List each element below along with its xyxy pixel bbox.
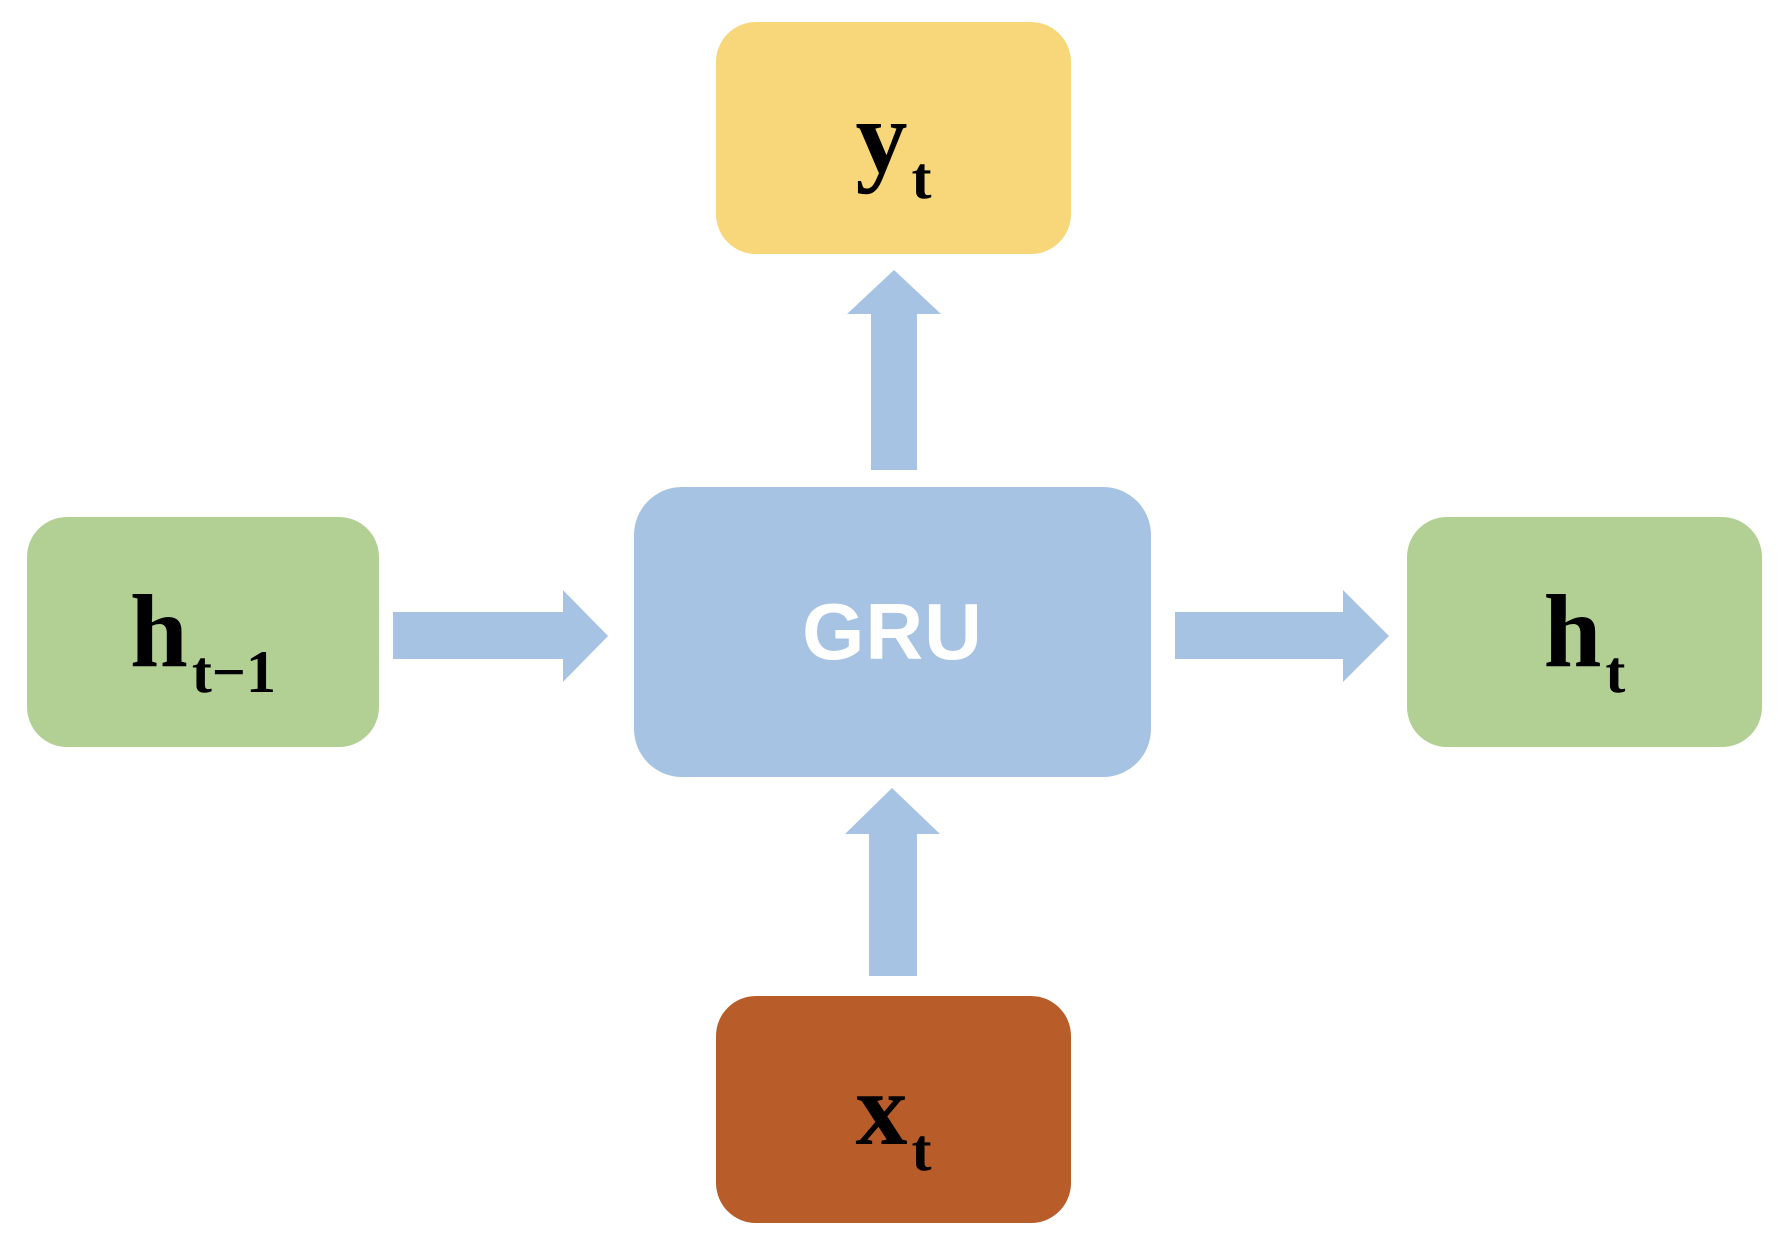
hidden-label: ht [1544, 580, 1626, 703]
input-symbol: x [855, 1051, 908, 1167]
output-symbol: y [855, 80, 908, 195]
prev-hidden-symbol: h [129, 574, 188, 689]
input-subscript: t [911, 1116, 932, 1183]
arrow-prev-hidden-to-gru [393, 590, 608, 682]
output-label: yt [856, 86, 932, 209]
hidden-node: ht [1407, 517, 1762, 747]
gru-node: GRU [634, 487, 1151, 777]
hidden-symbol: h [1543, 574, 1602, 689]
arrow-gru-to-hidden [1175, 590, 1389, 682]
hidden-subscript: t [1605, 639, 1626, 705]
prev-hidden-node: ht−1 [27, 517, 379, 747]
input-node: xt [716, 996, 1071, 1223]
prev-hidden-label: ht−1 [130, 580, 276, 703]
output-subscript: t [911, 145, 932, 211]
prev-hidden-subscript: t−1 [191, 639, 276, 705]
arrow-input-to-gru [845, 788, 940, 976]
output-node: yt [716, 22, 1071, 254]
input-label: xt [856, 1057, 932, 1180]
arrow-gru-to-output [847, 270, 941, 470]
gru-label: GRU [802, 587, 983, 676]
